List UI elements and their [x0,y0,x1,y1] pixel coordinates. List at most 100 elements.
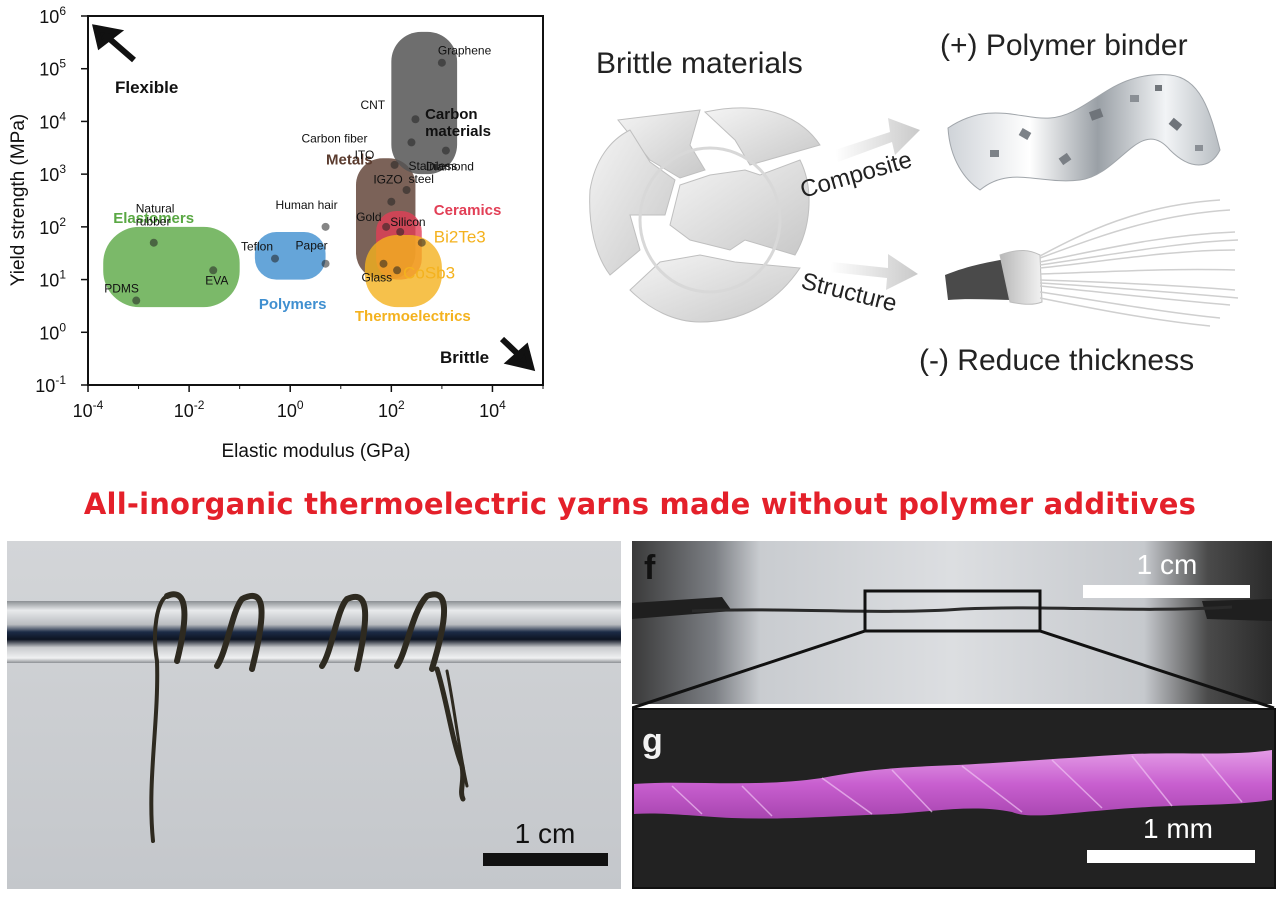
region-elastomers [103,226,240,308]
figure-headline: All-inorganic thermoelectric yarns made … [83,487,1197,521]
axis-ticks: 10-4 10-2 100 102 104 10-1 100 101 102 103 104 105 1… [35,4,544,421]
point-stainless-steel [402,186,411,195]
scale-bar-f-label: 1 cm [1137,549,1198,580]
point-graphene [437,58,446,67]
point-label-natural-rubber: Natural [136,202,175,216]
point-label-eva: EVA [205,273,228,287]
y-tick-label: 105 [39,57,66,80]
brittle-materials-label: Brittle materials [596,47,803,80]
strategy-schematic: Brittle materials (+) Polymer binder Com… [589,29,1239,377]
region-thermoelectrics [364,235,442,308]
region-polymers [254,231,326,280]
point-label-graphene: Graphene [438,44,492,58]
x-tick-label: 10-4 [73,398,104,421]
point-label-cnt: CNT [360,98,385,112]
panel-g-sem: g 1 mm [632,708,1276,889]
point-label-pdms: PDMS [104,282,139,296]
brittle-arrow-icon [499,336,536,372]
material-points [132,58,450,305]
panel-g-letter: g [642,722,663,760]
scale-bar-f [1083,585,1250,598]
point-label-carbon-fiber: Carbon fiber [301,131,367,145]
group-label-carbon-materials-0: Carbon [425,106,478,123]
point-teflon [271,254,280,263]
point-label-natural-rubber-2: rubber [136,215,171,229]
scale-bar-g-label: 1 mm [1143,813,1213,844]
polymer-binder-label: (+) Polymer binder [940,29,1188,62]
group-label-polymers: Polymers [259,296,327,313]
y-tick-label: 104 [39,109,66,132]
brittle-label: Brittle [440,348,489,367]
group-label-elastomers: Elastomers [113,210,194,227]
yarn-wraps [149,591,469,843]
reduce-thickness-label: (-) Reduce thickness [919,344,1194,377]
group-label-thermoelectrics: Thermoelectrics [355,308,471,325]
group-label-ceramics: Ceramics [434,202,502,219]
group-label-metals: Metals [326,151,373,168]
y-tick-label: 102 [39,215,66,238]
flexible-arrow-icon [92,24,136,63]
group-label-carbon-materials-1: materials [425,123,491,140]
point-label-cosb3: CoSb3 [403,263,455,282]
point-gold [382,222,391,231]
material-labels: ElastomersPolymersMetalsCarbonmaterialsC… [104,44,501,325]
panel-f-letter: f [644,549,656,587]
x-axis-label: Elastic modulus (GPa) [221,441,410,462]
y-axis-label: Yield strength (MPa) [8,114,29,286]
point-label-ito: ITO [355,148,375,162]
yarn-fiber-f [691,605,1233,613]
zoom-lines [632,630,1275,710]
material-regions [103,31,458,308]
point-human-hair [321,222,330,231]
point-label-glass: Glass [362,271,393,285]
point-diamond [441,146,450,155]
point-label-bi2te3: Bi2Te3 [434,228,486,247]
point-label-teflon: Teflon [241,240,273,254]
composite-arrow-icon [835,118,920,162]
y-tick-label: 10-1 [35,373,66,396]
point-label-stainless-steel-2: steel [409,172,434,186]
point-label-stainless-steel: Stainless [409,159,458,173]
plot-frame [87,15,544,386]
point-igzo [387,197,396,206]
point-label-paper: Paper [296,239,328,253]
point-natural-rubber [149,238,158,247]
scale-bar-g [1087,850,1255,863]
x-tick-label: 100 [277,398,304,421]
point-label-human-hair: Human hair [276,198,338,212]
point-glass [379,259,388,268]
y-tick-label: 101 [39,268,66,291]
point-silicon [396,227,405,236]
point-pdms [132,296,141,305]
flexible-label: Flexible [115,78,178,97]
scale-bar-left-label: 1 cm [515,818,576,849]
point-carbon-fiber [407,138,416,147]
point-label-silicon: Silicon [390,215,425,229]
yarn-g [634,750,1272,819]
composite-sheet-icon [947,74,1221,191]
region-carbon-materials [391,31,458,175]
point-ito [390,160,399,169]
point-cosb3 [393,266,402,275]
zoom-box [863,589,1042,633]
structure-arrow-icon [830,254,918,290]
x-tick-label: 102 [378,398,405,421]
point-bi2te3 [417,238,426,247]
steel-rod [7,601,621,663]
y-tick-label: 106 [39,4,66,27]
broken-disc-icon [589,107,821,323]
ashby-chart: ElastomersPolymersMetalsCarbonmaterialsC… [8,4,544,462]
point-cnt [411,115,420,124]
y-tick-label: 103 [39,162,66,185]
y-tick-label: 100 [39,320,66,343]
x-tick-label: 104 [479,398,506,421]
fiber-bundle-icon [945,199,1239,327]
x-tick-label: 10-2 [174,398,205,421]
yarn-rod-photo: 1 cm [7,541,621,889]
point-label-diamond: Diamond [426,160,474,174]
scale-bar-left [483,853,608,866]
point-label-gold: Gold [356,210,381,224]
point-paper [321,259,330,268]
point-eva [209,266,218,275]
point-label-igzo: IGZO [373,173,402,187]
